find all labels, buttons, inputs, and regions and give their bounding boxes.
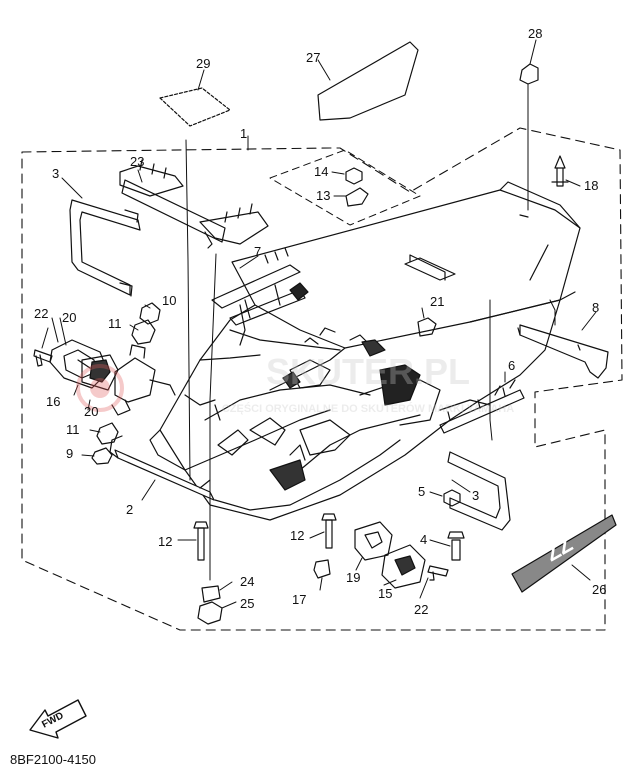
bolt-22-right [427, 565, 449, 581]
cap-24 [201, 585, 221, 603]
subassembly-boundary [269, 149, 421, 226]
bolt-12-right [321, 513, 337, 549]
handle-3-left [69, 199, 141, 297]
bushing-11a [131, 319, 156, 345]
diagram-part-code: 8BF2100-4150 [10, 752, 97, 767]
callout: 24 [240, 574, 254, 589]
callout: 26 [592, 582, 606, 597]
callout: 27 [306, 50, 320, 65]
callout: 1 [240, 126, 247, 141]
callout: 15 [378, 586, 392, 601]
callout: 3 [52, 166, 59, 181]
front-bracket [211, 247, 309, 346]
callout: 5 [418, 484, 425, 499]
callout: 20 [84, 404, 98, 419]
callout: 25 [240, 596, 254, 611]
fwd-label: FWD [40, 710, 65, 730]
rail-6 [439, 379, 525, 434]
callout: 19 [346, 570, 360, 585]
callout: 22 [414, 602, 428, 617]
bracket-13 [345, 187, 369, 207]
callout: 12 [158, 534, 172, 549]
callout: 11 [66, 422, 80, 437]
nut-25 [197, 601, 223, 625]
frame-top-deck [199, 181, 581, 361]
plug-21 [417, 317, 437, 337]
callout: 7 [254, 244, 261, 259]
bushing-11b [96, 422, 119, 445]
callout: 11 [108, 316, 122, 331]
callout: 28 [528, 26, 542, 41]
callout: 3 [472, 488, 479, 503]
callout: 9 [66, 446, 73, 461]
decal-26 [511, 514, 617, 593]
pin-18 [551, 155, 569, 187]
callout: 13 [316, 188, 330, 203]
callout: 22 [34, 306, 48, 321]
watermark: SKUTER.PL CZĘŚCI ORYGINALNE DO SKUTERÓW … [76, 351, 514, 415]
bracket-19 [354, 521, 393, 561]
callout: 10 [162, 293, 176, 308]
cap-28 [519, 63, 539, 85]
frame-body [149, 299, 561, 521]
rail-2 [109, 435, 215, 501]
callout: 23 [130, 154, 144, 169]
bushing-9 [91, 447, 113, 465]
callout: 4 [420, 532, 427, 547]
bar-23 [119, 159, 269, 249]
callout: 16 [46, 394, 60, 409]
callout: 21 [430, 294, 444, 309]
callout: 6 [508, 358, 515, 373]
assembly-boundary [21, 127, 623, 631]
leader-lines [41, 39, 597, 609]
nut-5 [443, 489, 461, 507]
handle-3-right [447, 451, 511, 531]
cover-27 [317, 41, 419, 121]
callout: 18 [584, 178, 598, 193]
bracket-15 [381, 544, 426, 589]
callout: 2 [126, 502, 133, 517]
callout: 20 [62, 310, 76, 325]
nut-14 [345, 167, 363, 185]
callout: 17 [292, 592, 306, 607]
hinge-bracket-16 [49, 339, 119, 391]
callout-numbers: 1 2 3 3 4 5 6 7 8 9 10 11 11 12 12 13 14… [34, 26, 606, 617]
grommet-17 [313, 559, 331, 579]
bolt-12-left [193, 521, 209, 561]
callout: 29 [196, 56, 210, 71]
rail-8 [517, 324, 609, 379]
fwd-arrow-icon [29, 699, 87, 739]
label-29 [159, 87, 231, 127]
watermark-tagline: CZĘŚCI ORYGINALNE DO SKUTERÓW MARKI YAMA… [222, 402, 514, 415]
watermark-brand: SKUTER.PL [266, 351, 470, 392]
bolt-22-left [33, 349, 53, 367]
callout: 14 [314, 164, 328, 179]
callout: 8 [592, 300, 599, 315]
hinge-arm [111, 344, 176, 416]
callout: 12 [290, 528, 304, 543]
bushing-10 [139, 302, 161, 325]
bolt-4 [447, 531, 465, 561]
